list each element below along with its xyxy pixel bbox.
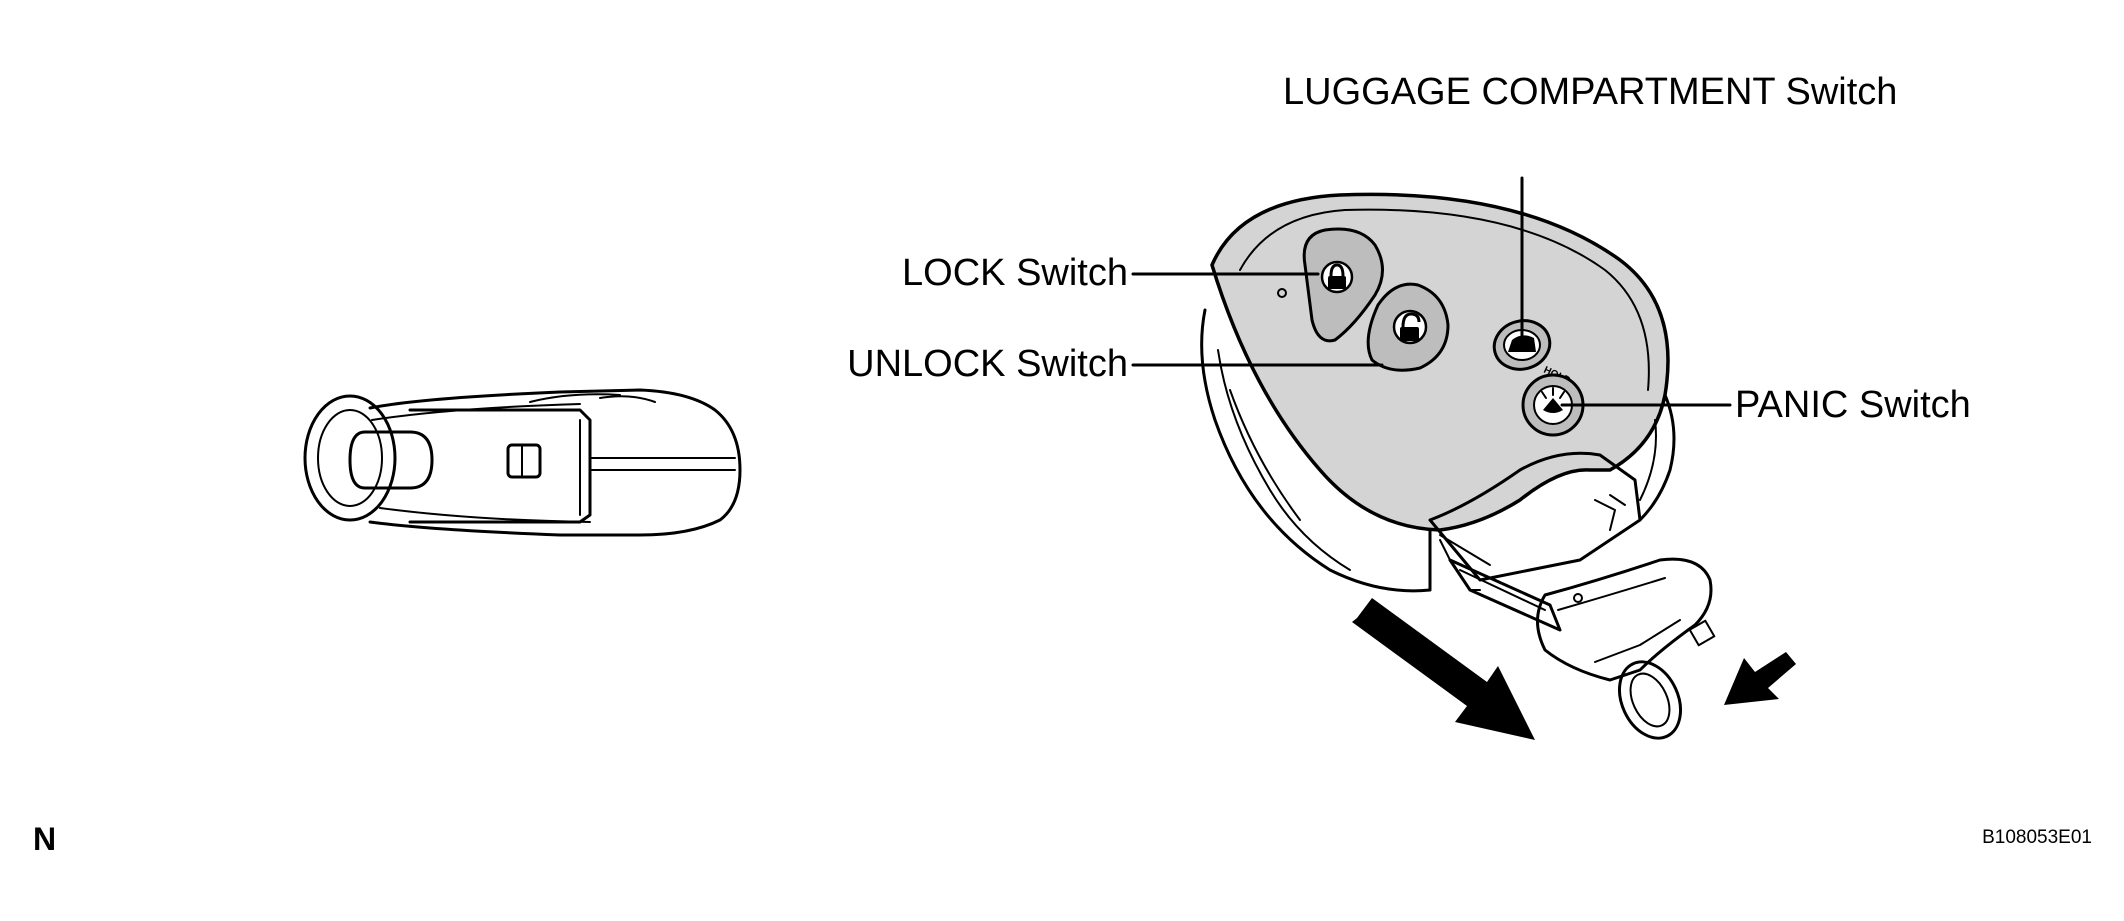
fob-side-view [303, 388, 742, 537]
key-ring-icon [1618, 660, 1682, 740]
panic-switch-label: PANIC Switch [1735, 384, 1971, 426]
fob-front-view: HOLD [1200, 192, 1796, 740]
unlock-icon [1392, 309, 1428, 345]
callout-lines [1131, 176, 1732, 407]
unlock-switch-button [1366, 282, 1450, 372]
panic-switch-button [1521, 373, 1585, 437]
key-ring-icon [303, 394, 397, 522]
lock-switch-label: LOCK Switch [902, 252, 1128, 294]
lock-icon [1320, 260, 1354, 294]
horn-icon [1533, 385, 1573, 425]
corner-mark: N [33, 821, 56, 857]
unlock-switch-label: UNLOCK Switch [847, 343, 1128, 385]
trunk-icon [1503, 329, 1541, 361]
lock-switch-button [1302, 227, 1384, 343]
figure-id: B108053E01 [1982, 827, 2092, 848]
arrow-icon [1724, 652, 1796, 705]
arrow-icon [1352, 598, 1535, 740]
luggage-compartment-switch-button: HOLD [1492, 319, 1572, 387]
luggage-switch-label: LUGGAGE COMPARTMENT Switch [1283, 71, 1897, 113]
